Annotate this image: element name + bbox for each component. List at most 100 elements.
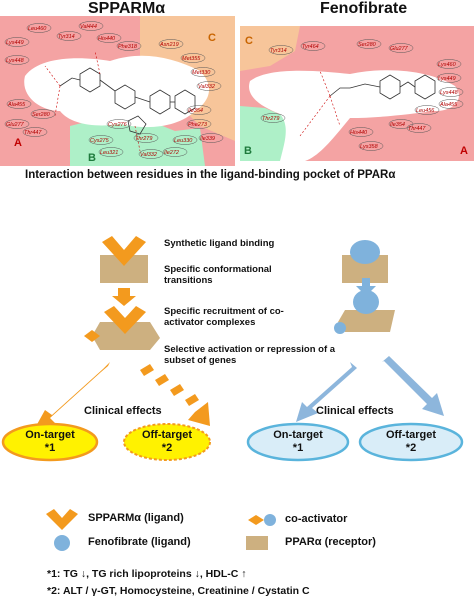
on-target-left: On-target *1: [5, 429, 95, 455]
residue-outline: [4, 37, 30, 47]
legend-coactivator-label: co-activator: [285, 513, 348, 525]
clinical-effects-label-right: Clinical effects: [316, 405, 394, 417]
residue-outline: [26, 23, 52, 33]
step-1-text: Synthetic ligand binding: [164, 238, 275, 249]
residue-label: His440: [350, 130, 368, 136]
residue-label: Cys276: [108, 122, 128, 128]
hbond-lines: [44, 50, 141, 152]
residue-label: Tyr464: [302, 44, 319, 50]
residue-outline: [186, 105, 212, 115]
legend-spparm-icon: [46, 509, 78, 530]
residue-label: Ser280: [358, 42, 377, 48]
residue-outline: [106, 119, 132, 129]
residue-outline: [4, 55, 30, 65]
residue-outline: [56, 31, 82, 41]
coactivator-circle: [334, 322, 346, 334]
residue-outline: [406, 123, 432, 133]
residue-label: Ile354: [390, 122, 405, 128]
residue-outline: [436, 59, 462, 69]
on-target-oval-left: [1, 422, 99, 462]
residue-label: Glu277: [390, 46, 409, 52]
residue-outline: [162, 147, 188, 157]
residue-label: Ile339: [200, 136, 215, 142]
residue-label: Ile354: [188, 108, 203, 114]
residue-outline: [356, 39, 382, 49]
region-c-background: [240, 26, 300, 71]
residue-label: Leu460: [28, 26, 47, 32]
residue-label: Ala455: [7, 102, 26, 108]
pocket-cavity: [24, 55, 210, 128]
spparm-ligand-bound-shape: [104, 306, 146, 334]
residue-label: Lys358: [360, 144, 379, 150]
residue-label: Ala455: [439, 102, 458, 108]
step-4-text: Selective activation or repression of a …: [164, 344, 336, 366]
residue-label: Leu330: [174, 138, 193, 144]
residue-label: Val332: [140, 152, 157, 158]
on-target-note: *1: [292, 442, 304, 454]
residue-outline: [300, 41, 326, 51]
residue-outline: [96, 33, 122, 43]
residue-outline: [98, 147, 124, 157]
coactivator-diamond: [84, 330, 100, 342]
step-3-text: Specific recruitment of co-activator com…: [164, 306, 284, 328]
residue-label: Asn219: [159, 42, 179, 48]
footnote-2: *2: ALT / γ-GT, Homocysteine, Creatinine…: [47, 585, 310, 597]
residue-label: Met355: [182, 56, 201, 62]
region-a-label: A: [14, 137, 22, 149]
residue-label: Phe318: [118, 44, 138, 50]
residue-label: Tyr314: [270, 48, 287, 54]
spparm-ligand-shape: [102, 236, 146, 266]
step-arrow: [356, 278, 376, 296]
off-target-oval-right: [358, 422, 464, 462]
ligand-structure: [329, 74, 436, 100]
residue-label: Phe273: [188, 122, 208, 128]
residue-outline: [116, 41, 142, 51]
off-target-dashed-arrow: [140, 364, 210, 426]
residue-outline: [186, 119, 212, 129]
residue-label: Met330: [192, 70, 211, 76]
residue-outline: [138, 149, 164, 159]
residue-label: Ser280: [32, 112, 51, 118]
residue-outline: [196, 81, 222, 91]
residue-outline: [388, 43, 414, 53]
clinical-effects-label-left: Clinical effects: [84, 405, 162, 417]
off-target-left: Off-target *2: [124, 429, 210, 455]
pocket-cavity: [249, 70, 459, 161]
on-target-label: On-target: [273, 429, 323, 441]
residue-outline: [30, 109, 56, 119]
residue-label: Val444: [80, 24, 97, 30]
residue-outline: [78, 21, 104, 31]
off-target-label: Off-target: [385, 429, 437, 441]
spparm-header: SPPARMα: [88, 0, 166, 17]
residue-outline: [198, 133, 224, 143]
footnote-1: *1: TG ↓, TG rich lipoproteins ↓, HDL-C …: [47, 568, 247, 580]
residue-label: Lys448: [440, 90, 459, 96]
residue-label: Val332: [198, 84, 215, 90]
residue-label: Thr447: [24, 130, 42, 136]
residue-label: Lys448: [6, 58, 25, 64]
legend-coactivator-circle-icon: [264, 514, 276, 526]
hbond-lines: [299, 70, 341, 137]
residue-outline: [438, 87, 464, 97]
legend-receptor-icon: [246, 536, 268, 550]
fenofibrate-ligand-bound-shape: [353, 290, 379, 314]
off-target-note: *2: [405, 442, 417, 454]
off-target-arrow: [382, 356, 444, 416]
on-target-right: On-target *1: [253, 429, 343, 455]
legend-symbols: [46, 509, 276, 551]
residue-label: Thr279: [135, 136, 152, 142]
on-target-arrow: [296, 362, 357, 422]
residue-outline: [4, 119, 30, 129]
off-target-right: Off-target *2: [366, 429, 456, 455]
receptor-conformed-shape: [338, 310, 395, 332]
receptor-conformed-shape: [92, 322, 160, 350]
region-c-label: C: [245, 35, 253, 47]
residue-outline: [260, 113, 286, 123]
residue-outline: [436, 73, 462, 83]
residue-label: His440: [98, 36, 116, 42]
residue-outline: [88, 135, 114, 145]
